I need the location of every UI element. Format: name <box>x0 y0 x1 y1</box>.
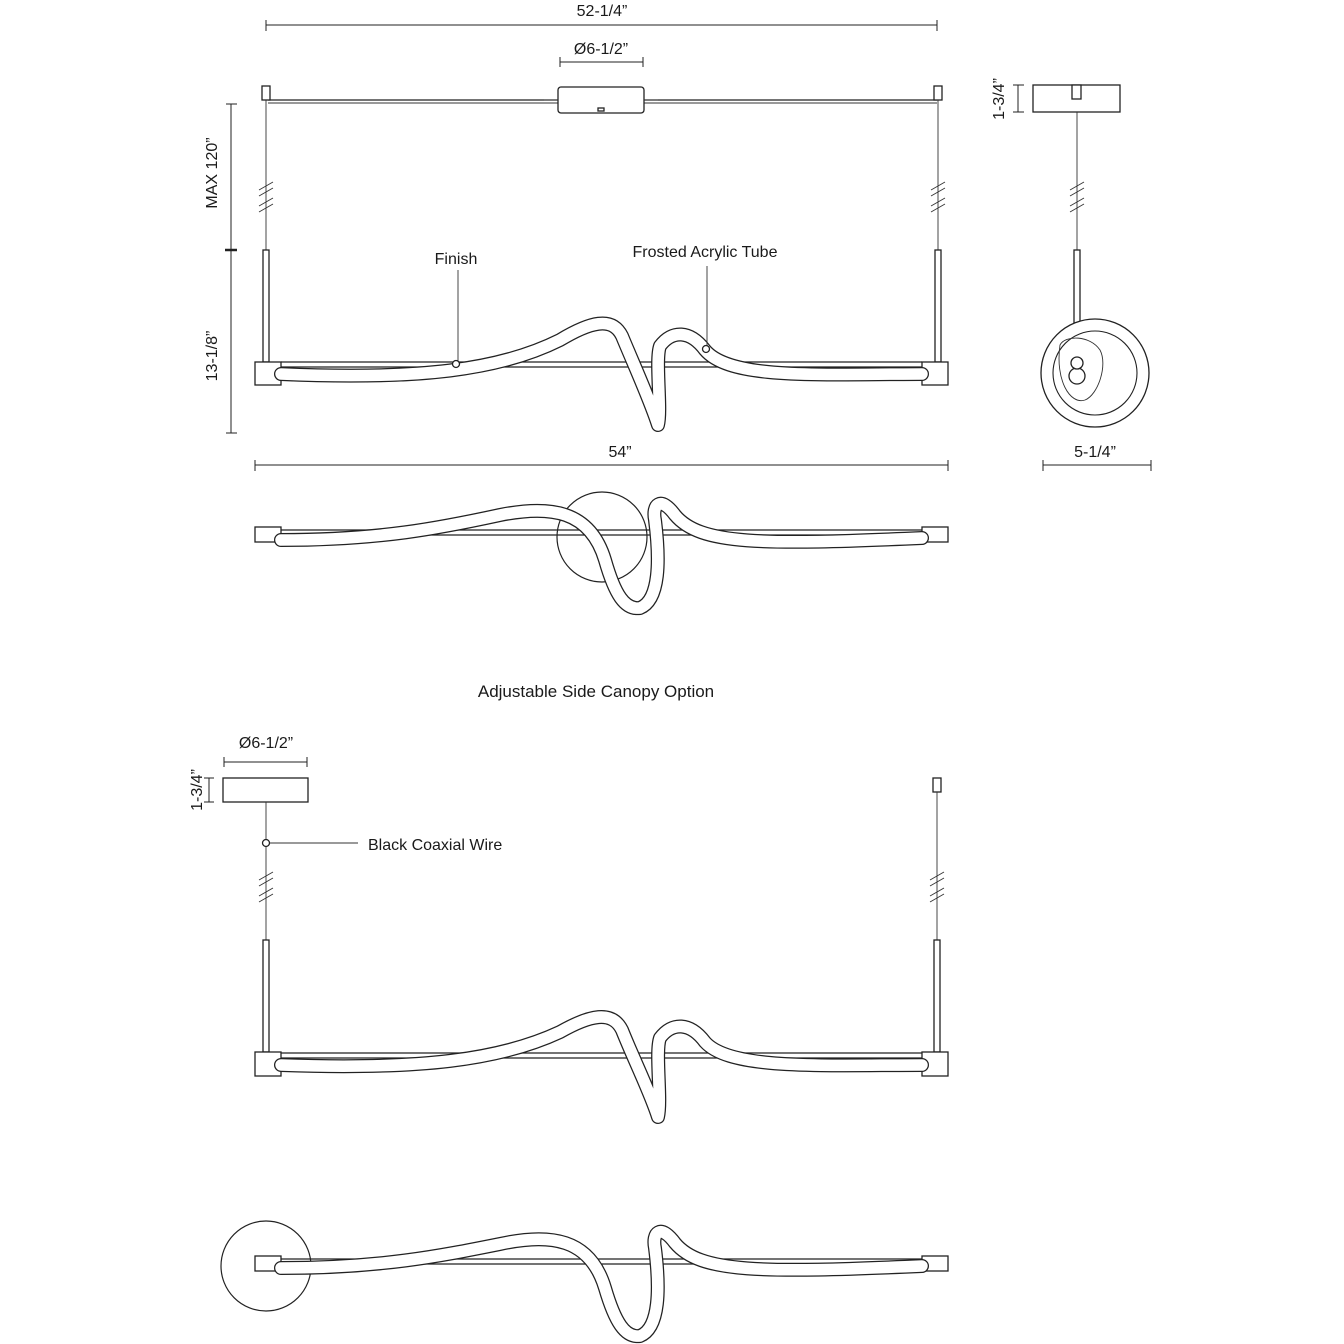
front-elevation: 52-1/4” Ø6-1/2” <box>204 3 949 471</box>
section-title: Adjustable Side Canopy Option <box>478 682 714 701</box>
fixture-length-label: 54” <box>608 444 631 461</box>
fixture-depth-label: 5-1/4” <box>1074 444 1116 461</box>
canopy-height-label: 1-3/4” <box>991 78 1008 120</box>
tube-ring <box>1040 318 1150 428</box>
canopy-diameter-label: Ø6-1/2” <box>574 41 628 58</box>
left-rod <box>262 249 270 363</box>
canopy-height-bottom-label: 1-3/4” <box>189 769 206 811</box>
side-canopy-elevation: Ø6-1/2” 1-3/4” Black Coaxial Wire <box>189 735 949 1124</box>
frosted-tube-label: Frosted Acrylic Tube <box>633 244 778 261</box>
right-rod <box>934 249 942 363</box>
max-drop-label: MAX 120” <box>204 137 221 208</box>
canopy-diameter-bottom-label: Ø6-1/2” <box>239 735 293 752</box>
coaxial-wire-label: Black Coaxial Wire <box>368 837 502 854</box>
side-canopy-body <box>222 777 309 803</box>
fixture-height-label: 13-1/8” <box>204 331 221 382</box>
plan-view-top <box>254 491 949 616</box>
finish-label: Finish <box>435 251 478 268</box>
plan-view-bottom <box>220 1220 949 1344</box>
overall-width-label: 52-1/4” <box>577 3 628 20</box>
side-view: 1-3/4” 5-1/4” <box>991 78 1152 471</box>
